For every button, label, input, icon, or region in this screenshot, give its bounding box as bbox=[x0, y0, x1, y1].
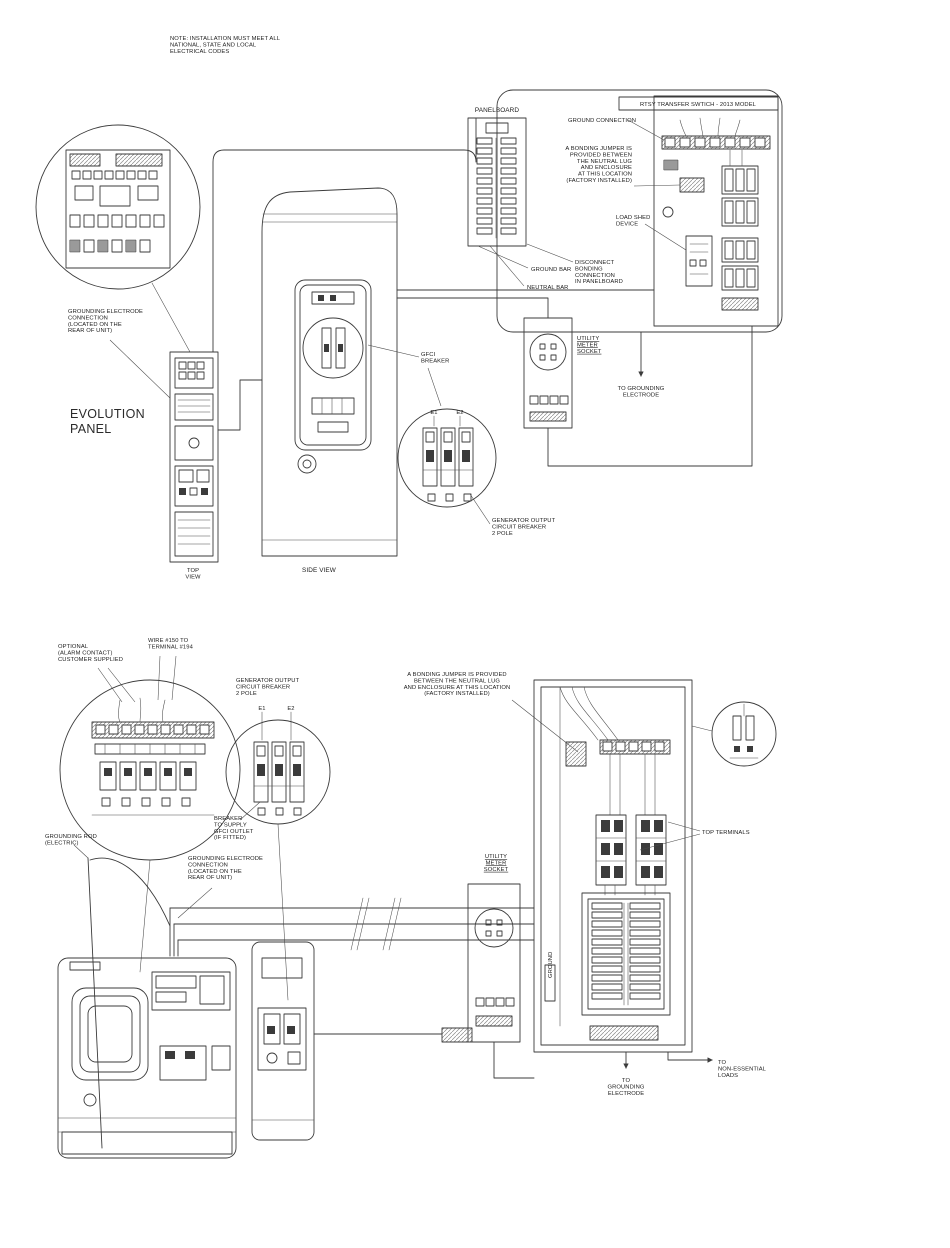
rtsy-title-box bbox=[618, 96, 779, 111]
grounding-rod-label: GROUNDING ROD(ELECTRIC) bbox=[45, 834, 97, 846]
evolution-panel-side-view-bottom bbox=[251, 941, 315, 1141]
load-shed-device-box bbox=[685, 235, 713, 287]
neutral-bar-label: NEUTRAL BAR bbox=[527, 285, 568, 291]
ground-lug-detail-callout bbox=[691, 701, 777, 767]
ground-bar-label: GROUND BAR bbox=[531, 267, 571, 273]
breaker-detail-callout-bottom: E1 E2 bbox=[225, 706, 331, 1001]
alarm-terminal-detail-callout bbox=[59, 679, 241, 973]
transfer-switch-enclosure bbox=[533, 679, 693, 1053]
wire-generator-to-meter bbox=[396, 297, 549, 319]
e2-label-bottom: E2 bbox=[287, 706, 294, 712]
leader-disconnect bbox=[526, 243, 574, 263]
wire-meter-loop-to-switch bbox=[547, 325, 753, 467]
leader-load-shed bbox=[644, 223, 687, 251]
side-view-label: SIDE VIEW bbox=[302, 567, 337, 574]
e1-label-bottom: E1 bbox=[258, 706, 265, 712]
leader-ground-connection bbox=[627, 119, 665, 141]
leader-bars bbox=[477, 245, 529, 287]
wire-to-non-essential-loads bbox=[667, 1051, 713, 1063]
leader-grounding-rod bbox=[73, 844, 89, 859]
leader-grounding-electrode-bottom bbox=[177, 887, 213, 919]
wire-break-marks bbox=[350, 897, 402, 951]
feeder-wires bbox=[169, 897, 535, 1035]
bottom-diagram: OPTIONAL(ALARM CONTACT)CUSTOMER SUPPLIED… bbox=[45, 638, 777, 1159]
leader-gen-output-top bbox=[469, 493, 491, 525]
leader-breaker-gfci bbox=[239, 801, 261, 821]
leader-top-terminals bbox=[639, 821, 701, 851]
evolution-panel-top-view bbox=[169, 351, 219, 563]
wire-panel-to-generator bbox=[217, 379, 263, 431]
generator-unit bbox=[57, 957, 237, 1159]
terminal-detail-callout bbox=[35, 124, 201, 353]
ground-label: GROUND bbox=[548, 952, 554, 978]
optional-alarm-label: OPTIONAL(ALARM CONTACT)CUSTOMER SUPPLIED bbox=[58, 644, 123, 663]
utility-meter-socket-bottom bbox=[441, 883, 535, 1079]
leader-grounding-electrode bbox=[109, 339, 171, 399]
leader-gfci bbox=[367, 344, 442, 407]
e2-label-top: E2 bbox=[456, 410, 463, 416]
wire-rod-to-generator bbox=[89, 857, 171, 927]
grounding-rod bbox=[87, 857, 103, 1149]
leader-bonding-top bbox=[633, 184, 681, 187]
generator-side-view bbox=[261, 187, 398, 557]
top-terminals-label: TOP TERMINALS bbox=[702, 830, 750, 836]
breaker-detail-callout-top: E1 E2 bbox=[397, 408, 497, 508]
e1-label-top: E1 bbox=[430, 410, 437, 416]
rtsy-title: RTSY TRANSFER SWTICH - 2013 MODEL bbox=[640, 102, 757, 108]
leader-alarm-wire bbox=[97, 655, 177, 703]
ground-connection-label: GROUND CONNECTION bbox=[568, 118, 636, 124]
wire-panel-to-panelboard bbox=[212, 117, 477, 353]
utility-meter-socket-top bbox=[523, 317, 573, 429]
rtsy-transfer-switch-assembly bbox=[496, 89, 783, 333]
